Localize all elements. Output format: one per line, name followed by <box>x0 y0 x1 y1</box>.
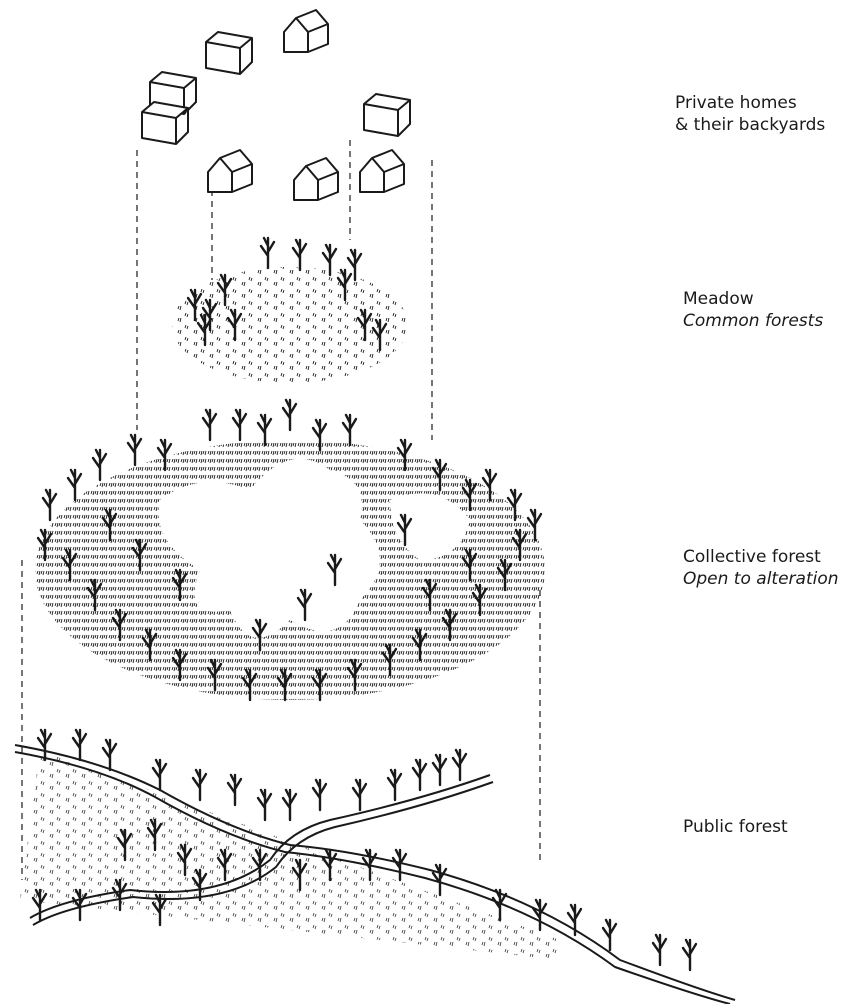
collective-forest-layer <box>35 398 545 702</box>
layer-title: Collective forest <box>683 547 821 567</box>
tree-icon <box>411 758 428 792</box>
tree-icon <box>231 408 248 442</box>
tree-icon <box>259 236 276 270</box>
layer-subtitle: & their backyards <box>675 115 826 135</box>
tree-icon <box>351 778 368 812</box>
house-icon <box>363 93 411 137</box>
layer-label-meadow: Meadow Common forests <box>683 288 823 332</box>
projection-lines <box>21 140 541 880</box>
house-icon <box>205 31 253 75</box>
layer-title: Private homes <box>675 93 797 113</box>
tree-icon <box>201 408 218 442</box>
tree-icon <box>126 433 143 467</box>
tree-icon <box>681 938 698 972</box>
house-icon <box>359 149 405 193</box>
house-icon <box>207 149 253 193</box>
tree-icon <box>386 768 403 802</box>
layer-title: Public forest <box>683 817 788 837</box>
meadow-layer <box>172 236 408 383</box>
layer-subtitle: Open to alteration <box>683 569 839 589</box>
layer-subtitle: Common forests <box>683 311 824 331</box>
layer-title: Meadow <box>683 289 754 309</box>
layer-label-collective: Collective forest Open to alteration <box>683 546 839 590</box>
tree-icon <box>281 788 298 822</box>
layer-label-public: Public forest <box>683 816 788 838</box>
tree-icon <box>311 778 328 812</box>
tree-icon <box>651 933 668 967</box>
tree-icon <box>41 488 58 522</box>
tree-icon <box>451 748 468 782</box>
tree-icon <box>281 398 298 432</box>
tree-icon <box>531 898 548 932</box>
tree-icon <box>291 238 308 272</box>
tree-icon <box>601 918 618 952</box>
layer-label-homes: Private homes & their backyards <box>675 92 825 136</box>
tree-icon <box>566 903 583 937</box>
river <box>14 744 736 1004</box>
house-icon <box>293 157 339 201</box>
tree-icon <box>341 413 358 447</box>
house-icon <box>141 101 189 145</box>
house-icon <box>283 9 329 53</box>
homes-layer <box>141 9 411 201</box>
tree-icon <box>66 468 83 502</box>
tree-icon <box>91 448 108 482</box>
public-forest-layer <box>14 728 736 1004</box>
tree-icon <box>431 753 448 787</box>
